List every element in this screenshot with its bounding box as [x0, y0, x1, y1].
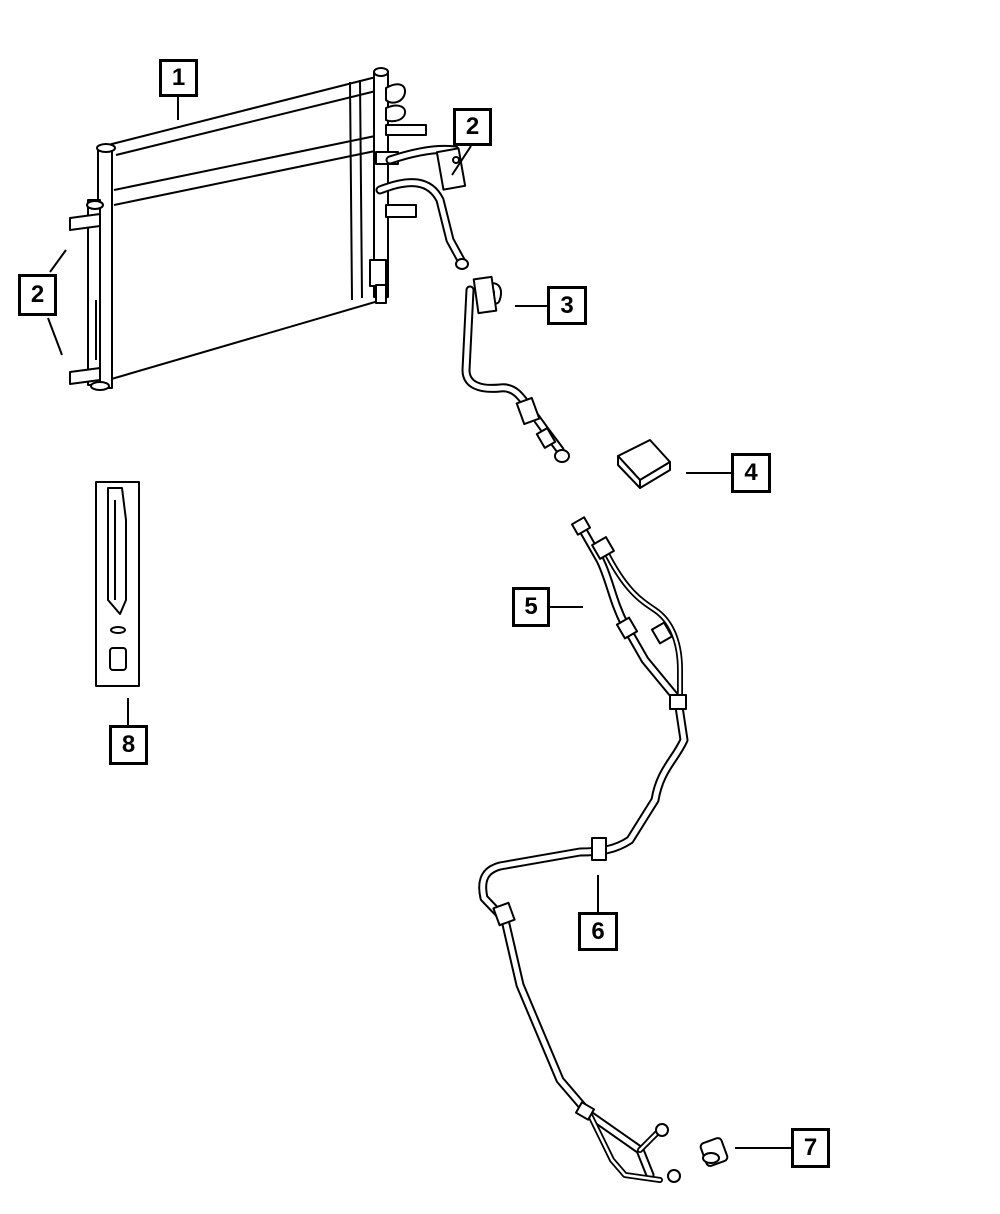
kit-panel [95, 481, 140, 687]
liquid-line [461, 275, 570, 463]
callout-2-top: 2 [453, 108, 492, 146]
callout-8: 8 [109, 725, 148, 765]
leader-lines [47, 97, 791, 1149]
callout-7: 7 [791, 1128, 830, 1168]
condenser [69, 67, 427, 391]
seal-block [617, 439, 671, 489]
callout-4: 4 [731, 453, 771, 493]
hose-assembly [478, 516, 689, 1183]
callout-2-left: 2 [18, 274, 57, 316]
callout-5: 5 [512, 587, 550, 627]
callout-3: 3 [547, 286, 587, 325]
cap [699, 1137, 729, 1167]
condenser-lines [375, 144, 469, 270]
callout-1: 1 [159, 59, 198, 97]
callout-6: 6 [578, 912, 618, 951]
